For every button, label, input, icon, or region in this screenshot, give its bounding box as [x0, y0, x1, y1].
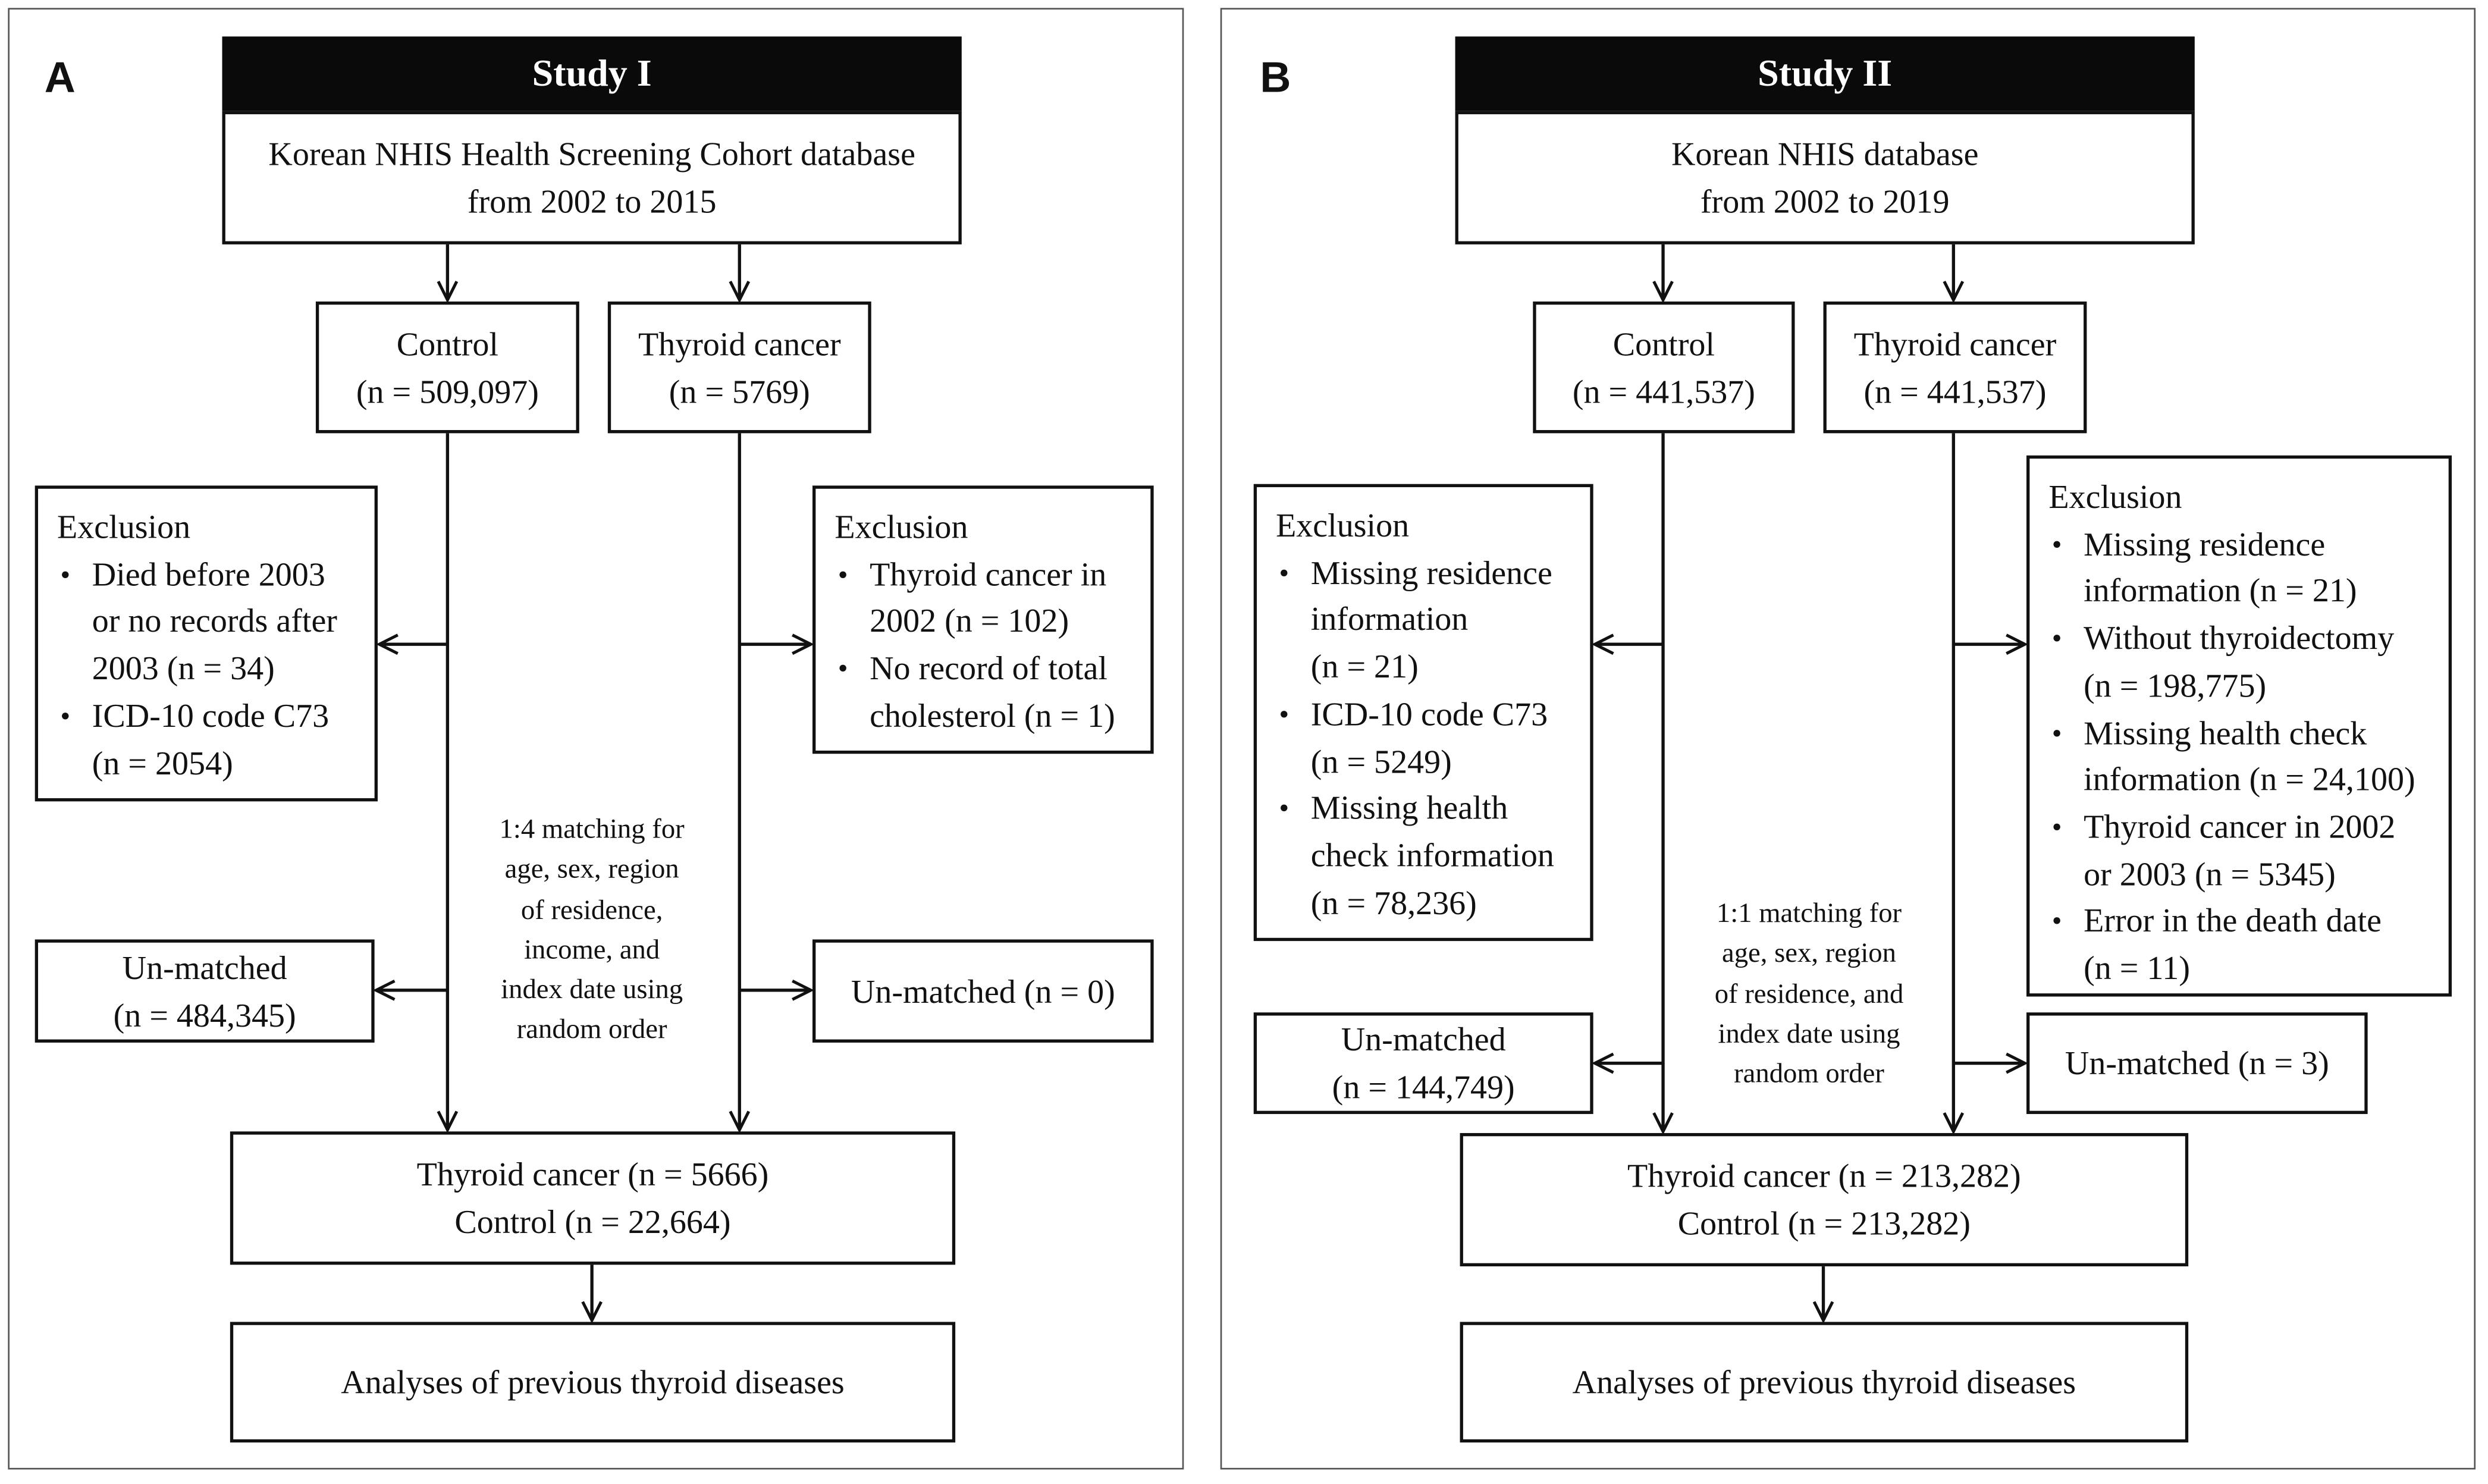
exclusion-item: Missing residence information (n = 21) [1276, 550, 1574, 692]
unmatched-text: Un-matched (n = 144,749) [1332, 1020, 1515, 1106]
exclusion-list: Missing residence information (n = 21) I… [1276, 550, 1574, 927]
exclusion-item: ICD-10 code C73 (n = 5249) [1276, 692, 1574, 786]
panel-a-control-box: Control (n = 509,097) [315, 301, 579, 434]
panel-b-matching-note: 1:1 matching for age, sex, region of res… [1714, 896, 1904, 1089]
panel-a-matched-box: Thyroid cancer (n = 5666) Control (n = 2… [230, 1131, 956, 1265]
exclusion-item: Missing health check information (n = 24… [2048, 710, 2433, 804]
exclusion-item: ICD-10 code C73 (n = 2054) [57, 693, 359, 787]
exclusion-list: Thyroid cancer in 2002 (n = 102) No reco… [834, 552, 1134, 741]
exclusion-item: Died before 2003 or no records after 200… [57, 552, 359, 694]
panel-a-analysis-box: Analyses of previous thyroid diseases [230, 1322, 956, 1443]
panel-b-source-box: Korean NHIS database from 2002 to 2019 [1455, 111, 2195, 244]
panel-a-source-box: Korean NHIS Health Screening Cohort data… [222, 111, 962, 244]
panel-a-case-box: Thyroid cancer (n = 5769) [607, 301, 871, 434]
panel-a-case-text: Thyroid cancer (n = 5769) [638, 324, 841, 410]
analysis-text: Analyses of previous thyroid diseases [1572, 1363, 2076, 1401]
panel-a-matching-note: 1:4 matching for age, sex, region of res… [499, 812, 685, 1045]
panel-a-exclusion-left: Exclusion Died before 2003 or no records… [34, 485, 378, 802]
exclusion-list: Missing residence information (n = 21) W… [2048, 522, 2433, 993]
unmatched-text: Un-matched (n = 3) [2065, 1044, 2329, 1083]
analysis-text: Analyses of previous thyroid diseases [341, 1363, 845, 1401]
exclusion-item: Without thyroidectomy (n = 198,775) [2048, 616, 2433, 710]
exclusion-heading: Exclusion [57, 507, 191, 546]
panel-b-unmatched-right: Un-matched (n = 3) [2026, 1012, 2368, 1114]
exclusion-item: No record of total cholesterol (n = 1) [834, 646, 1134, 740]
panel-b-source-text: Korean NHIS database from 2002 to 2019 [1671, 134, 1979, 221]
matched-text: Thyroid cancer (n = 213,282) Control (n … [1627, 1156, 2021, 1243]
panel-b-case-box: Thyroid cancer (n = 441,537) [1823, 301, 2087, 434]
panel-a-exclusion-right: Exclusion Thyroid cancer in 2002 (n = 10… [812, 485, 1154, 754]
panel-b-control-text: Control (n = 441,537) [1572, 324, 1755, 410]
panel-b-matched-box: Thyroid cancer (n = 213,282) Control (n … [1460, 1132, 2189, 1267]
panel-b-exclusion-left: Exclusion Missing residence information … [1253, 484, 1593, 942]
panel-b-control-box: Control (n = 441,537) [1533, 301, 1795, 434]
panel-b-letter: B [1260, 54, 1291, 102]
panel-a-letter: A [44, 54, 76, 102]
panel-a-source-text: Korean NHIS Health Screening Cohort data… [268, 134, 915, 221]
unmatched-text: Un-matched (n = 484,345) [113, 948, 296, 1034]
matched-text: Thyroid cancer (n = 5666) Control (n = 2… [416, 1155, 769, 1241]
panel-b-unmatched-left: Un-matched (n = 144,749) [1253, 1012, 1593, 1114]
panel-a-unmatched-right: Un-matched (n = 0) [812, 939, 1154, 1043]
panel-b-title: Study II [1455, 36, 2195, 113]
exclusion-list: Died before 2003 or no records after 200… [57, 552, 359, 788]
panel-b-exclusion-right: Exclusion Missing residence information … [2026, 455, 2452, 997]
panel-a-unmatched-left: Un-matched (n = 484,345) [34, 939, 375, 1043]
exclusion-heading: Exclusion [2048, 478, 2182, 516]
panel-a-control-text: Control (n = 509,097) [356, 324, 539, 410]
panel-b-case-text: Thyroid cancer (n = 441,537) [1853, 324, 2057, 410]
exclusion-item: Thyroid cancer in 2002 (n = 102) [834, 552, 1134, 646]
exclusion-item: Thyroid cancer in 2002 or 2003 (n = 5345… [2048, 804, 2433, 898]
exclusion-item: Missing residence information (n = 21) [2048, 522, 2433, 616]
exclusion-item: Missing health check information (n = 78… [1276, 786, 1574, 927]
panel-b-analysis-box: Analyses of previous thyroid diseases [1460, 1322, 2189, 1443]
exclusion-heading: Exclusion [1276, 506, 1410, 545]
exclusion-heading: Exclusion [834, 507, 968, 546]
exclusion-item: Error in the death date (n = 11) [2048, 899, 2433, 993]
unmatched-text: Un-matched (n = 0) [851, 972, 1115, 1011]
panel-a-title: Study I [222, 36, 962, 113]
